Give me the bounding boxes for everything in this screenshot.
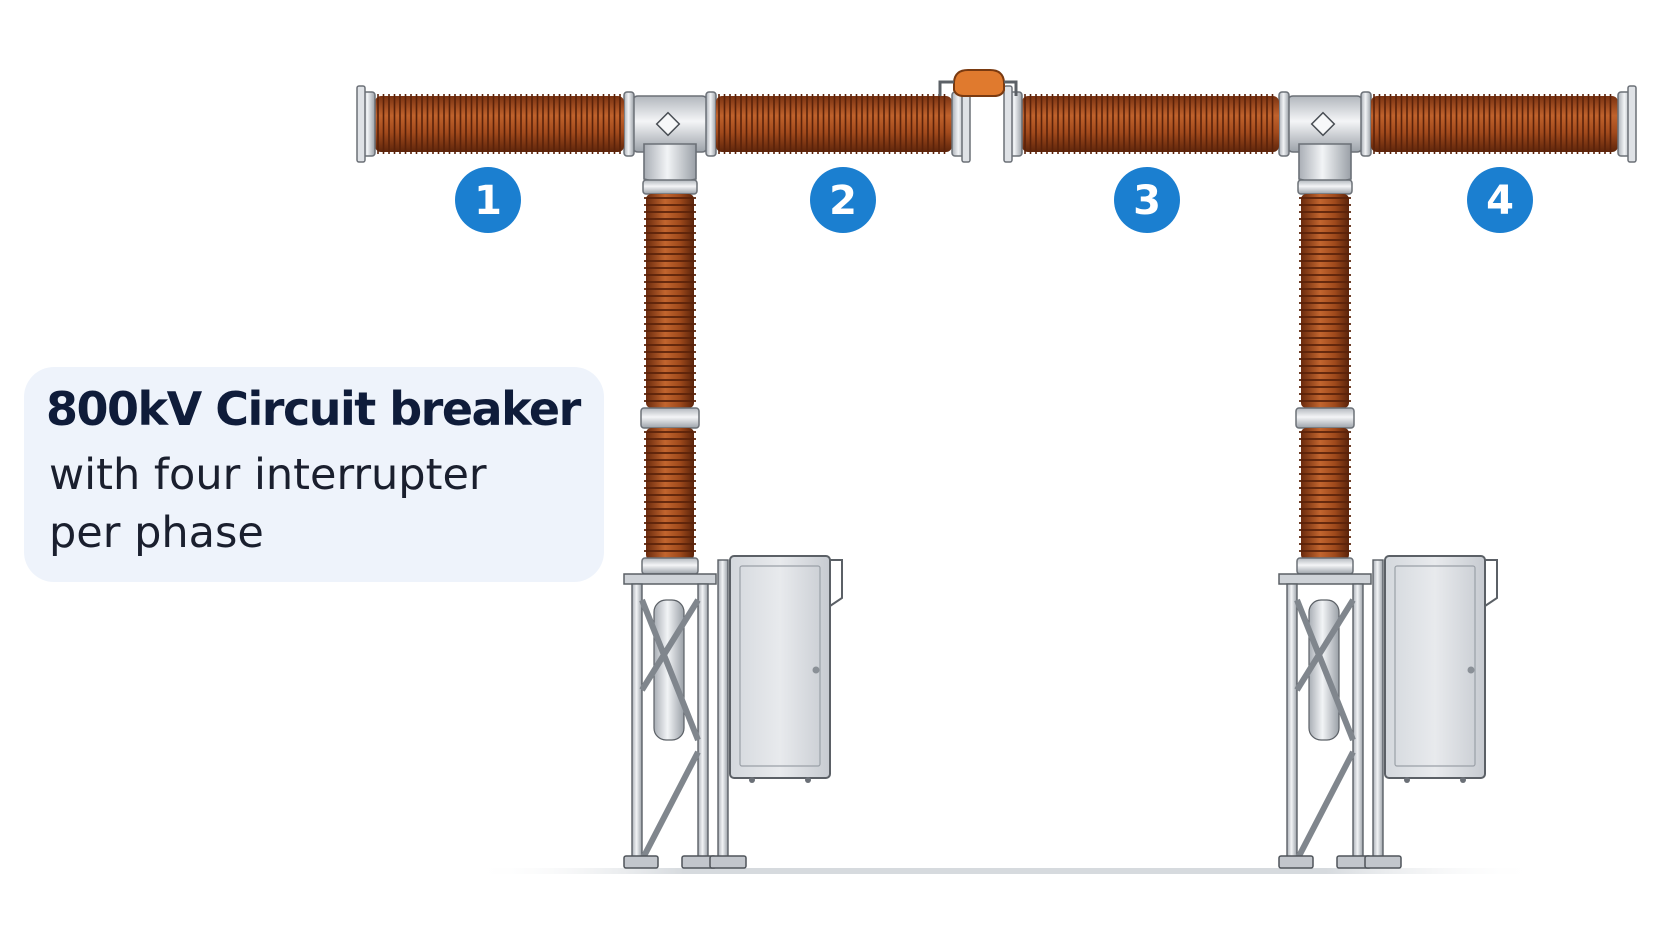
left-unit-column-upper <box>644 194 696 408</box>
right-unit-flange-right <box>1360 91 1372 157</box>
left-unit-control-cabinet <box>729 555 831 779</box>
right-unit-cabinet-bolt-right <box>1460 777 1466 783</box>
left-unit-flange-left <box>623 91 635 157</box>
left-unit-col-flange-top <box>642 179 698 195</box>
right-unit-frame-leg-right <box>1352 583 1364 863</box>
left-unit-cabinet-handle <box>812 666 820 674</box>
caption-title: 800kV Circuit breaker <box>46 382 581 436</box>
right-unit-brace-2 <box>1294 598 1356 742</box>
right-unit-frame-leg-left <box>1286 583 1298 863</box>
right-unit-column-upper <box>1299 194 1351 408</box>
right-unit-interrupter-left <box>1022 94 1279 154</box>
right-unit-cabinet-bracket <box>1484 559 1498 607</box>
right-unit-cabinet-door <box>1394 565 1476 767</box>
right-unit-column-lower <box>1299 428 1351 560</box>
right-unit-cabinet-bolt-left <box>1404 777 1410 783</box>
interrupter-number-4: 4 <box>1486 178 1514 224</box>
right-unit-interrupter-right <box>1371 94 1618 154</box>
right-unit-col-flange-top <box>1297 179 1353 195</box>
right-unit-end-plate-left <box>1003 85 1013 163</box>
right-unit-t-diamond <box>1310 111 1336 137</box>
left-unit-cabinet-bolt-left <box>749 777 755 783</box>
left-unit-flange-right <box>705 91 717 157</box>
interrupter-number-3: 3 <box>1133 178 1161 224</box>
left-unit-end-plate-left <box>356 85 366 163</box>
left-unit-brace-3 <box>639 750 701 862</box>
left-unit-col-flange-bottom <box>641 557 699 575</box>
left-unit-frame-leg-left <box>631 583 643 863</box>
left-unit-t-neck <box>643 143 697 184</box>
left-unit-cabinet-post <box>717 559 729 861</box>
caption-subtitle: with four interrupter per phase <box>49 446 487 562</box>
left-unit-cabinet-bolt-right <box>805 777 811 783</box>
right-unit-cabinet-foot <box>1364 855 1402 869</box>
interrupter-badge-3: 3 <box>1114 167 1180 233</box>
left-unit-cabinet-foot <box>709 855 747 869</box>
left-unit-column-lower-body <box>646 428 694 560</box>
right-unit-flange-left <box>1278 91 1290 157</box>
left-unit-end-plate-right <box>961 85 971 163</box>
caption-subtitle-line-1: with four interrupter <box>49 450 487 500</box>
badge-circle-1 <box>455 167 521 233</box>
badge-circle-3 <box>1114 167 1180 233</box>
bridge-connector <box>953 69 1005 97</box>
left-unit-interrupter-right <box>716 94 952 154</box>
right-unit-frame-top <box>1278 573 1372 585</box>
interrupter-badge-2: 2 <box>810 167 876 233</box>
right-unit-end-plate-right <box>1627 85 1637 163</box>
badge-circle-4 <box>1467 167 1533 233</box>
interrupter-number-1: 1 <box>474 178 502 224</box>
right-unit-cabinet-post <box>1372 559 1384 861</box>
interrupter-badge-1: 1 <box>455 167 521 233</box>
left-unit-foot-left <box>623 855 659 869</box>
left-unit-t-diamond <box>655 111 681 137</box>
left-unit-frame-top <box>623 573 717 585</box>
right-unit-column-lower-body <box>1301 428 1349 560</box>
interrupter-number-2: 2 <box>829 178 857 224</box>
caption-box <box>24 367 604 582</box>
right-unit-brace-3 <box>1294 750 1356 862</box>
connector-link <box>938 80 1018 96</box>
left-unit-cabinet-door <box>739 565 821 767</box>
right-unit-interrupter-left-body <box>1022 96 1279 152</box>
right-unit-foot-left <box>1278 855 1314 869</box>
right-unit-t-neck <box>1298 143 1352 184</box>
right-unit-control-cabinet <box>1384 555 1486 779</box>
badge-circle-2 <box>810 167 876 233</box>
right-unit-cabinet-handle <box>1467 666 1475 674</box>
right-unit-brace-1 <box>1294 598 1356 692</box>
ground-line <box>470 868 1540 874</box>
left-unit-frame-leg-right <box>697 583 709 863</box>
left-unit-col-flange-mid <box>640 407 700 429</box>
left-unit-column-lower <box>644 428 696 560</box>
right-unit-col-flange-bottom <box>1296 557 1354 575</box>
left-unit-cabinet-bracket <box>829 559 843 607</box>
right-unit-col-flange-mid <box>1295 407 1355 429</box>
interrupter-badge-4: 4 <box>1467 167 1533 233</box>
left-unit-brace-1 <box>639 598 701 692</box>
caption-subtitle-line-2: per phase <box>49 508 264 558</box>
left-unit-brace-2 <box>639 598 701 742</box>
left-unit-interrupter-left <box>375 94 624 154</box>
